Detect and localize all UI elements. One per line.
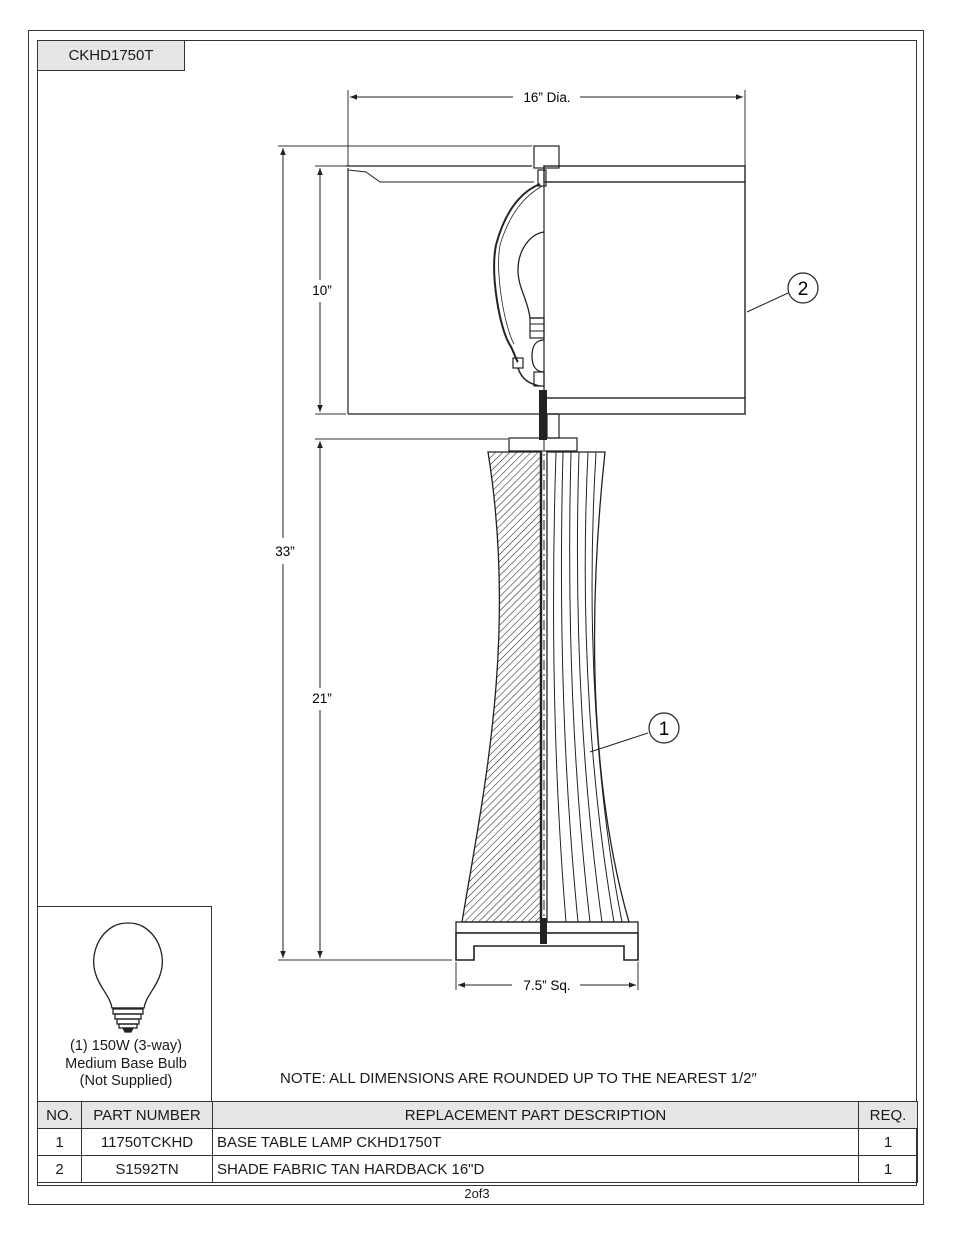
lamp-shade	[346, 145, 746, 415]
parts-table: NO. PART NUMBER REPLACEMENT PART DESCRIP…	[37, 1101, 918, 1183]
table-row: 2 S1592TN SHADE FABRIC TAN HARDBACK 16"D…	[37, 1155, 918, 1183]
dimensions-note: NOTE: ALL DIMENSIONS ARE ROUNDED UP TO T…	[280, 1070, 757, 1087]
base-width-dimension: 7.5” Sq.	[455, 962, 639, 993]
shade-diameter-dimension: 16” Dia.	[347, 90, 746, 166]
header-no: NO.	[37, 1101, 82, 1129]
outer-border	[28, 30, 924, 1205]
header-part-number: PART NUMBER	[81, 1101, 213, 1129]
row-no: 2	[37, 1155, 82, 1183]
light-bulb-icon	[93, 922, 163, 1033]
header-req: REQ.	[858, 1101, 918, 1129]
base-width-label: 7.5” Sq.	[523, 978, 570, 993]
base-height-label: 21”	[312, 691, 332, 706]
shade-height-label: 10”	[312, 283, 332, 298]
model-number: CKHD1750T	[68, 47, 154, 64]
base-height-dimension: 21”	[312, 438, 508, 958]
page-number: 2of3	[464, 1186, 490, 1201]
bulb-supply-note: (Not Supplied)	[79, 1073, 173, 1089]
row-description: BASE TABLE LAMP CKHD1750T	[212, 1128, 859, 1156]
bulb-wattage: (1) 150W (3-way)	[70, 1038, 182, 1054]
bulb-info-box	[37, 906, 212, 1102]
callout-shade-number: 2	[798, 279, 809, 300]
callout-base: 1	[589, 712, 680, 753]
bulb-info: (1) 150W (3-way) Medium Base Bulb (Not S…	[40, 1038, 212, 1091]
overall-height-label: 33”	[275, 544, 295, 559]
shade-height-dimension: 10”	[312, 165, 346, 415]
row-description: SHADE FABRIC TAN HARDBACK 16"D	[212, 1155, 859, 1183]
drawing-frame	[37, 40, 917, 1186]
callout-base-number: 1	[659, 719, 670, 740]
table-row: 1 11750TCKHD BASE TABLE LAMP CKHD1750T 1	[37, 1128, 918, 1156]
overall-height-dimension: 33”	[275, 145, 532, 961]
row-part-number: 11750TCKHD	[81, 1128, 213, 1156]
shade-diameter-label: 16” Dia.	[523, 90, 570, 105]
row-req: 1	[858, 1128, 918, 1156]
row-part-number: S1592TN	[81, 1155, 213, 1183]
row-req: 1	[858, 1155, 918, 1183]
lamp-base	[455, 390, 639, 961]
parts-table-header: NO. PART NUMBER REPLACEMENT PART DESCRIP…	[37, 1101, 918, 1129]
callout-shade: 2	[746, 272, 819, 313]
row-no: 1	[37, 1128, 82, 1156]
bulb-base-type: Medium Base Bulb	[65, 1055, 187, 1072]
model-number-tab: CKHD1750T	[37, 40, 185, 71]
header-description: REPLACEMENT PART DESCRIPTION	[212, 1101, 859, 1129]
